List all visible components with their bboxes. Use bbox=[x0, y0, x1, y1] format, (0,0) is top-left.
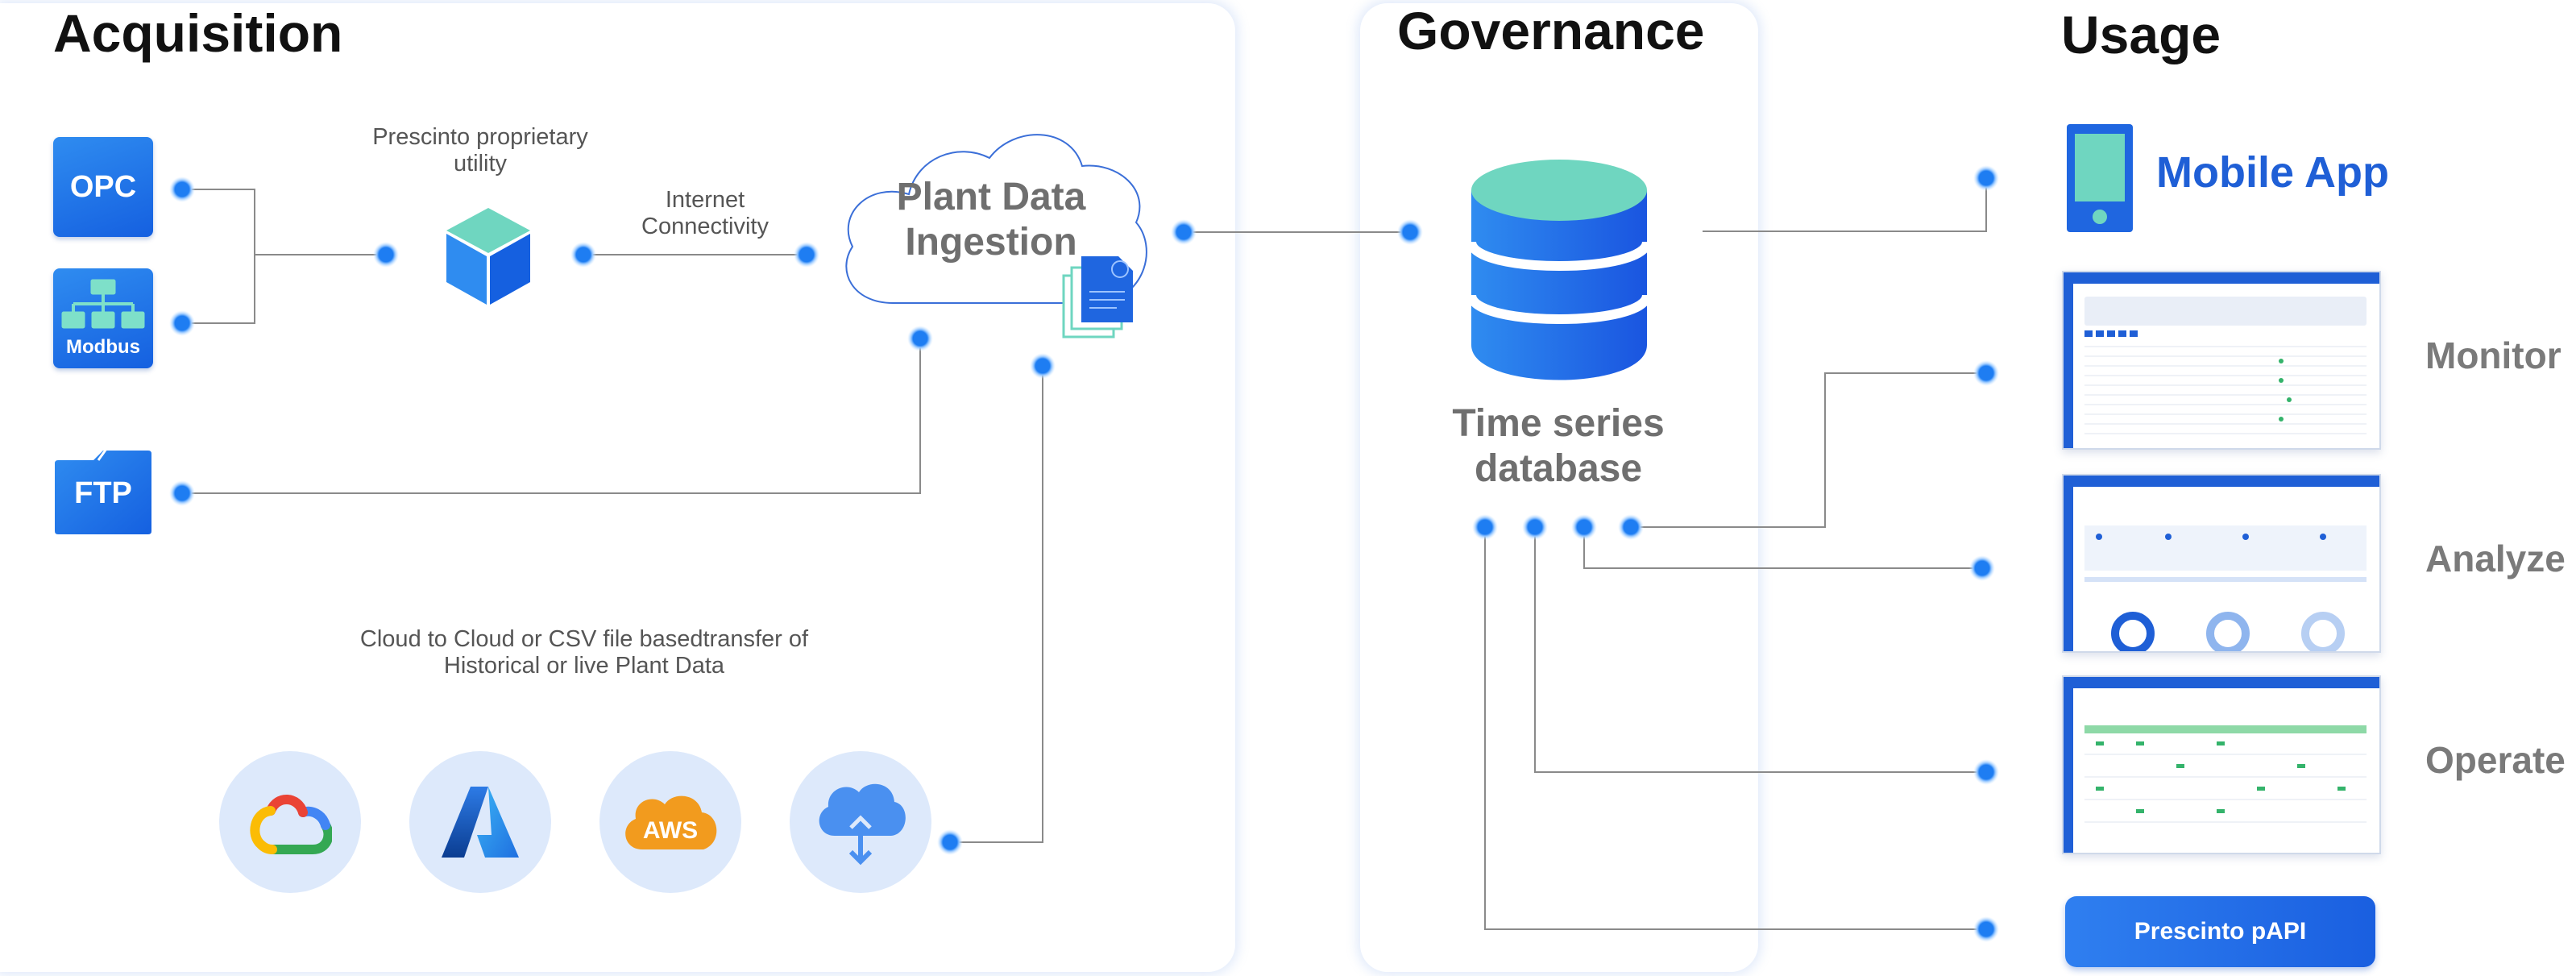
internet-label: Internet Connectivity bbox=[604, 187, 806, 240]
azure-icon bbox=[442, 787, 519, 858]
cloud-upload-provider bbox=[790, 751, 931, 893]
prescinto-papi-button[interactable]: Prescinto pAPI bbox=[2065, 896, 2375, 967]
cloud-upload-icon bbox=[819, 783, 906, 866]
monitor-label: Monitor bbox=[2425, 334, 2561, 376]
connector-dot bbox=[1969, 555, 1995, 581]
mobile-app-label: Mobile App bbox=[2156, 148, 2389, 197]
ftp-label: FTP bbox=[74, 476, 132, 510]
opc-tile: OPC bbox=[53, 137, 153, 237]
aws-icon: AWS bbox=[625, 795, 717, 849]
connector-dot bbox=[1030, 353, 1056, 379]
connector-dot bbox=[570, 242, 596, 268]
cube-icon bbox=[446, 208, 530, 305]
utility-label-line1: Prescinto proprietary bbox=[372, 124, 588, 150]
analyze-screenshot bbox=[2062, 474, 2381, 653]
governance-heading: Governance bbox=[1397, 1, 1705, 60]
operate-label: Operate bbox=[2425, 739, 2566, 781]
connector-dot bbox=[169, 310, 195, 336]
connector-dot bbox=[1472, 514, 1498, 540]
connector-dot bbox=[169, 480, 195, 506]
connector-dot bbox=[1171, 219, 1197, 245]
operate-screenshot bbox=[2062, 675, 2381, 854]
prescinto-papi-label: Prescinto pAPI bbox=[2134, 918, 2307, 945]
mobile-phone-icon bbox=[2067, 124, 2133, 232]
ingestion-cloud-icon bbox=[845, 134, 1147, 304]
ftp-tile: FTP bbox=[53, 444, 153, 534]
utility-label: Prescinto proprietary utility bbox=[359, 124, 601, 177]
usage-heading: Usage bbox=[2061, 5, 2221, 64]
modbus-label: Modbus bbox=[66, 336, 140, 358]
azure-provider bbox=[409, 751, 551, 893]
connector-dot bbox=[937, 829, 963, 855]
modbus-tile: Modbus bbox=[53, 268, 153, 368]
connector-dot bbox=[1973, 759, 1999, 785]
aws-label: AWS bbox=[643, 817, 698, 844]
ingestion-title-line1: Plant Data bbox=[896, 176, 1086, 218]
database-icon bbox=[1470, 160, 1649, 380]
cloud-transfer-line2: Historical or live Plant Data bbox=[443, 653, 725, 679]
connector-dot bbox=[1973, 916, 1999, 942]
database-title-line1: Time series bbox=[1452, 402, 1665, 445]
modbus-network-icon bbox=[61, 279, 145, 329]
opc-label: OPC bbox=[69, 169, 137, 204]
documents-icon bbox=[1062, 256, 1133, 338]
connector-dot bbox=[373, 242, 399, 268]
google-cloud-icon bbox=[250, 795, 332, 854]
connector-dot bbox=[1973, 360, 1999, 386]
utility-label-line2: utility bbox=[453, 151, 508, 177]
cloud-transfer-line1: Cloud to Cloud or CSV file basedtransfer… bbox=[359, 626, 809, 652]
database-title-line2: database bbox=[1474, 447, 1643, 490]
connector-dot bbox=[1571, 514, 1597, 540]
ingestion-title: Plant Data Ingestion bbox=[870, 175, 1112, 265]
connector-dot bbox=[1618, 514, 1644, 540]
internet-label-line1: Internet bbox=[665, 187, 745, 213]
connector-dot bbox=[1973, 165, 1999, 191]
acquisition-heading: Acquisition bbox=[53, 3, 343, 63]
connector-dot bbox=[1397, 219, 1423, 245]
database-title: Time series database bbox=[1437, 401, 1679, 492]
connector-dot bbox=[1522, 514, 1548, 540]
monitor-screenshot bbox=[2062, 271, 2381, 450]
aws-provider: AWS bbox=[599, 751, 741, 893]
ingestion-title-line2: Ingestion bbox=[905, 221, 1077, 264]
google-cloud-provider bbox=[219, 751, 361, 893]
analyze-label: Analyze bbox=[2425, 538, 2566, 579]
connector-dot bbox=[169, 177, 195, 202]
connector-dot bbox=[907, 326, 933, 351]
folder-icon bbox=[55, 447, 151, 534]
internet-label-line2: Connectivity bbox=[641, 214, 769, 239]
connector-dot bbox=[794, 242, 819, 268]
cloud-transfer-label: Cloud to Cloud or CSV file basedtransfer… bbox=[338, 626, 830, 679]
